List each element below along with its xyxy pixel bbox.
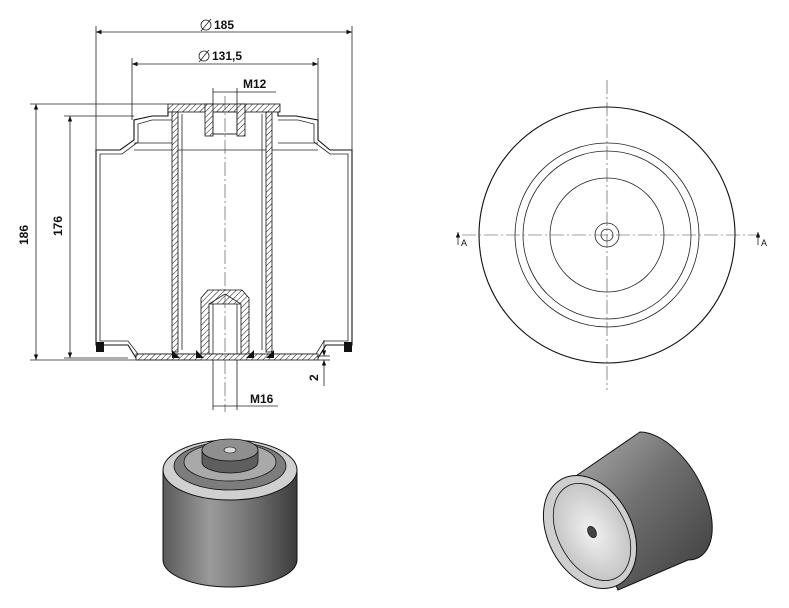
iso-upright-body [162,469,298,588]
dim-outer-diameter-text: 185 [214,18,234,32]
dim-body-height: 176 [51,115,134,359]
top-view: A A [455,80,767,390]
dim-bottom-thread-text: M16 [250,392,274,406]
dim-outer-diameter: 185 [95,18,353,150]
section-marker-right: A [755,232,767,248]
dim-bottom-offset-text: 2 [307,374,321,381]
dim-overall-height-text: 186 [17,225,31,245]
dim-overall-height: 186 [17,103,200,361]
piston-tube [167,103,281,353]
dim-top-thread-text: M12 [243,77,267,91]
dim-bottom-offset: 2 [307,340,330,386]
bellow-outline [95,107,353,359]
iso-view-tilted [542,431,713,591]
section-marker-left-text: A [461,238,467,248]
iso-upright-bolt-hole [223,446,237,454]
section-marker-right-text: A [761,238,767,248]
bottom-plate [96,342,352,361]
section-marker-left: A [455,232,467,248]
top-thread-boss [204,103,246,137]
section-view: 185 131,5 M12 [17,18,353,412]
iso-view-upright [162,438,298,588]
dim-bottom-thread: M16 [213,392,278,407]
dim-top-thread: M12 [212,77,276,104]
dim-body-height-text: 176 [51,216,65,236]
dim-inner-diameter-text: 131,5 [212,49,242,63]
dim-inner-diameter: 131,5 [131,49,319,120]
iso-tilted-bolt-hole [587,526,597,538]
